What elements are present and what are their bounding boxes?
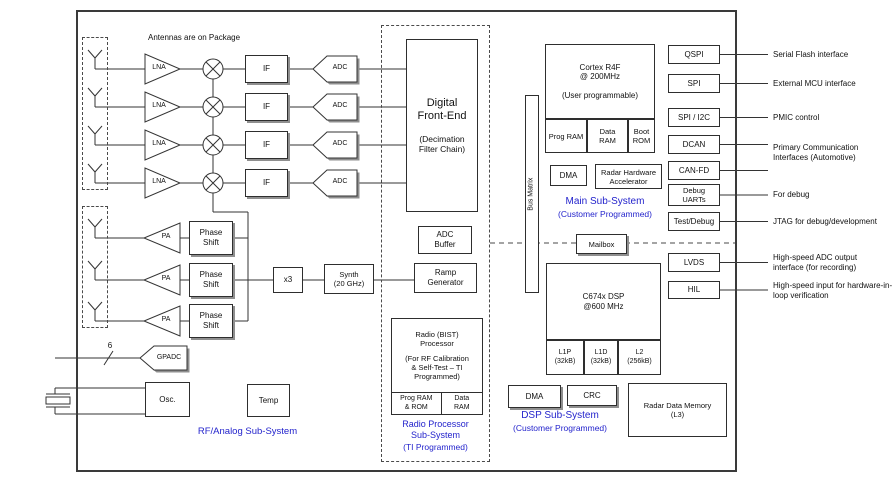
primary-comm-label: Primary Communication Interfaces (Automo… [773,143,859,163]
synth-block: Synth(20 GHz) [324,264,374,294]
dsp-dma-block: DMA [508,385,561,408]
bist-text: Radio (BIST) Processor (For RF Calibrati… [405,330,469,382]
spi-i2c-block: SPI / I2C [668,108,720,127]
crystal-icon [45,396,71,405]
test-debug-block: Test/Debug [668,212,720,231]
if-block: IF [245,55,288,83]
antennas-note: Antennas are on Package [148,33,241,42]
l2-block: L2(256kB) [618,340,661,375]
radar-data-memory-block: Radar Data Memory(L3) [628,383,727,437]
radio-bist-processor-block: Radio (BIST) Processor (For RF Calibrati… [391,318,483,415]
main-subsystem-label: Main Sub-System (Customer Programmed) [558,196,652,219]
dsp-subsystem-label: DSP Sub-System (Customer Programmed) [513,410,607,433]
gpadc-pentagon-icon [139,345,190,373]
l1d-block: L1D(32kB) [584,340,618,375]
bus-matrix-block: Bus Matrix [525,95,539,293]
l1p-block: L1P(32kB) [546,340,584,375]
wire-lines [46,54,768,415]
temp-sensor-block: Temp [247,384,290,417]
if-block: IF [245,93,288,121]
dcan-block: DCAN [668,135,720,154]
main-dma-block: DMA [550,165,587,186]
rf-analog-subsystem-label: RF/Analog Sub-System [197,426,298,437]
osc-block: Osc. [145,382,190,417]
radio-subsystem-label: Radio Processor Sub-System (TI Programme… [402,419,469,452]
adc-pentagon-icons [312,55,360,199]
for-debug-label: For debug [773,190,810,199]
bist-prog-ram-rom: Prog RAM& ROM [392,393,442,414]
main-prog-ram-block: Prog RAM [545,119,587,153]
lvds-interface-label: High-speed ADC output interface (for rec… [773,253,858,273]
external-mcu-label: External MCU interface [773,79,856,88]
antenna-icons [87,49,103,321]
pmic-control-label: PMIC control [773,113,820,122]
can-fd-block: CAN-FD [668,161,720,180]
cortex-r4f-block: Cortex R4F @ 200MHz (User programmable) [545,44,655,119]
pa-triangle-icons [142,222,181,337]
x3-multiplier-block: x3 [273,267,303,293]
radio-subsystem-outline [381,25,490,462]
tx-antenna-package-outline [82,206,108,328]
jtag-label: JTAG for debug/development [773,217,877,226]
qspi-block: QSPI [668,45,720,64]
mixer-icons [202,58,224,194]
mailbox-block: Mailbox [576,234,627,254]
hil-block: HIL [668,281,720,299]
rx-antenna-package-outline [82,37,108,190]
serial-flash-label: Serial Flash interface [773,50,849,59]
lna-triangle-icons [144,53,182,199]
spi-block: SPI [668,74,720,93]
lvds-block: LVDS [668,253,720,272]
if-block: IF [245,131,288,159]
hil-interface-label: High-speed input for hardware-in- loop v… [773,281,893,301]
if-block: IF [245,169,288,197]
dsp-crc-block: CRC [567,385,617,406]
chip-outline [76,10,737,472]
c674x-dsp-block: C674x DSP@600 MHz [546,263,661,340]
digital-front-end-block: Digital Front-End (Decimation Filter Cha… [406,39,478,212]
